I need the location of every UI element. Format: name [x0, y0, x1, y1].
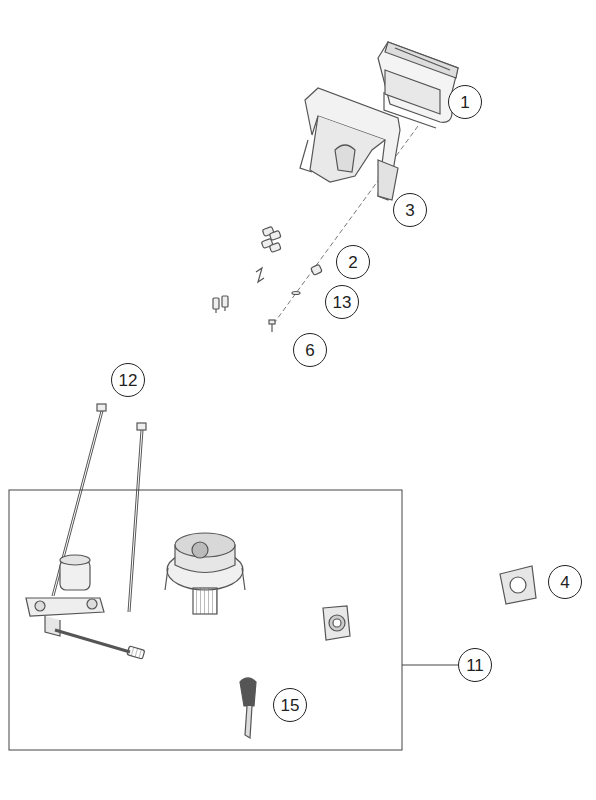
screw — [269, 320, 275, 332]
callout-circle: 3 — [393, 193, 427, 227]
callout-circle: 4 — [548, 565, 582, 599]
kit-outline — [9, 490, 402, 750]
callout-number: 6 — [305, 342, 314, 359]
rubber-grommets — [261, 226, 281, 252]
tank-cap — [165, 533, 245, 614]
callout-circle: 6 — [293, 333, 327, 367]
callout-circle: 12 — [111, 363, 145, 397]
callout-number: 3 — [405, 202, 414, 219]
transponder-pad — [500, 566, 536, 604]
callout-number: 12 — [119, 372, 138, 389]
ignition-lock — [26, 555, 145, 659]
clip — [256, 268, 264, 282]
screws — [213, 296, 228, 313]
callout-circle: 1 — [448, 85, 482, 119]
callout-number: 1 — [460, 94, 469, 111]
seat-lock — [323, 606, 350, 640]
callout-circle: 11 — [458, 648, 492, 682]
callout-circle: 13 — [325, 285, 359, 319]
washer — [292, 292, 300, 295]
callout-circle: 15 — [273, 688, 307, 722]
callout-number: 4 — [560, 574, 569, 591]
mounting-bracket — [300, 88, 400, 200]
grommet — [311, 264, 323, 275]
callout-number: 2 — [348, 254, 357, 271]
callout-number: 13 — [333, 294, 352, 311]
leader-line — [402, 665, 458, 666]
long-bolts — [52, 404, 146, 612]
callout-number: 15 — [281, 697, 300, 714]
callout-number: 11 — [466, 657, 484, 674]
callout-circle: 2 — [336, 245, 370, 279]
key — [240, 678, 256, 738]
